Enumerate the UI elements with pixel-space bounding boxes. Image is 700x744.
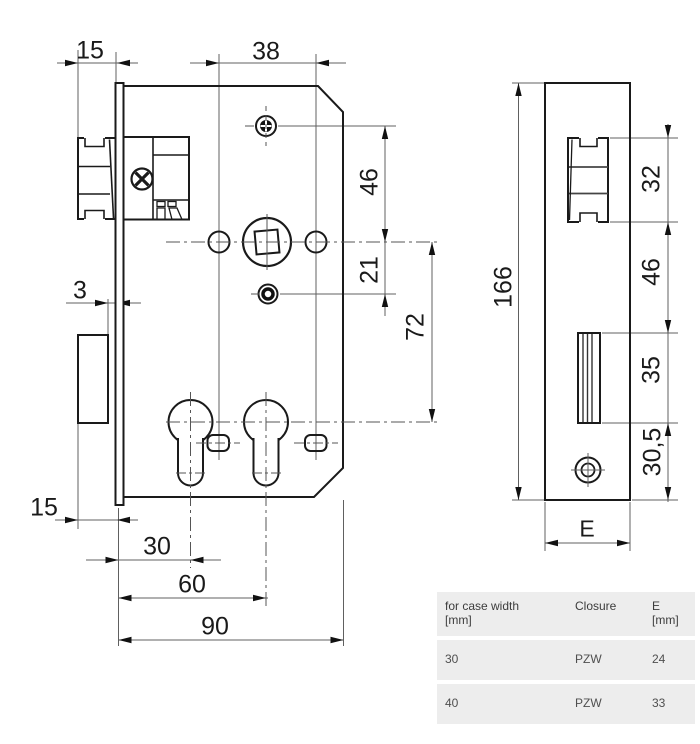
cell-case-width: 40 bbox=[445, 696, 459, 710]
dim-deadbolt-to-bottom: 30,5 bbox=[638, 427, 667, 477]
dim-case-width: 90 bbox=[201, 612, 229, 641]
dim-latch-height: 32 bbox=[637, 165, 666, 193]
dim-faceplate-height: 166 bbox=[489, 266, 518, 308]
dim-latch-protrusion: 15 bbox=[76, 36, 104, 65]
spec-table-header-row: for case width [mm] Closure E [mm] bbox=[437, 592, 695, 636]
deadbolt-front bbox=[577, 332, 601, 424]
cell-case-width: 30 bbox=[445, 652, 459, 666]
dimension-arrowheads bbox=[65, 59, 672, 644]
dim-cylinder-backset-2: 60 bbox=[178, 570, 206, 599]
header-e-line1: E bbox=[652, 599, 661, 613]
dim-spindle-to-screw: 21 bbox=[355, 256, 384, 284]
cell-e: 24 bbox=[652, 652, 666, 666]
dim-handle-screw-spacing: 38 bbox=[252, 37, 280, 66]
dim-spindle-to-cylinder: 72 bbox=[401, 313, 430, 341]
header-closure: Closure bbox=[575, 599, 652, 636]
faceplate bbox=[114, 82, 125, 506]
dim-deadbolt-height: 35 bbox=[637, 356, 666, 384]
header-e: E [mm] bbox=[652, 599, 700, 636]
latch-bolt bbox=[77, 136, 116, 221]
latch-mechanism bbox=[122, 136, 190, 221]
latch-front bbox=[567, 136, 609, 224]
side-view bbox=[544, 82, 631, 501]
header-case-width-line2: [mm] bbox=[445, 613, 472, 628]
faceplate-screw-hole bbox=[571, 453, 605, 487]
header-closure-line1: Closure bbox=[575, 599, 617, 613]
cell-closure: PZW bbox=[575, 696, 602, 710]
dim-screw-to-spindle: 46 bbox=[355, 168, 384, 196]
dim-cylinder-backset-1: 30 bbox=[143, 532, 171, 561]
header-case-width: for case width [mm] bbox=[445, 599, 575, 636]
faceplate-front bbox=[544, 82, 631, 501]
dim-faceplate-width-e: E bbox=[579, 515, 595, 542]
cell-closure: PZW bbox=[575, 652, 602, 666]
deadbolt bbox=[77, 334, 109, 424]
dim-deadbolt-clearance: 3 bbox=[73, 276, 87, 305]
spec-table-row: 30 PZW 24 bbox=[437, 640, 695, 680]
header-case-width-line1: for case width bbox=[445, 599, 520, 613]
spec-table: for case width [mm] Closure E [mm] 30 PZ… bbox=[437, 592, 695, 728]
lock-case-outline bbox=[123, 85, 344, 498]
spec-table-row: 40 PZW 33 bbox=[437, 684, 695, 724]
header-e-line2: [mm] bbox=[652, 613, 679, 628]
small-screw bbox=[257, 283, 279, 305]
dim-latch-to-deadbolt: 46 bbox=[637, 258, 666, 286]
centerlines bbox=[166, 106, 440, 606]
cell-e: 33 bbox=[652, 696, 666, 710]
dim-deadbolt-protrusion: 15 bbox=[30, 493, 58, 522]
